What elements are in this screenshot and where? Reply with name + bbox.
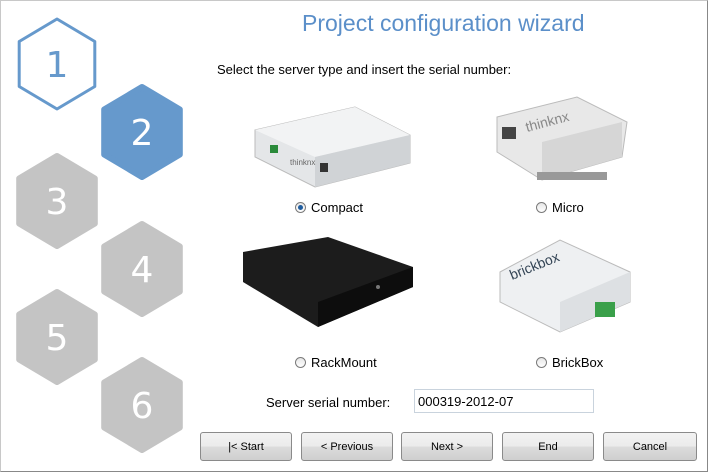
cancel-button[interactable]: Cancel xyxy=(603,432,697,461)
step-6-hexagon xyxy=(101,357,183,453)
compact-server-image[interactable]: thinknx xyxy=(245,95,415,190)
step-5-hexagon xyxy=(16,289,98,385)
step-5-number: 5 xyxy=(46,318,69,359)
page-title: Project configuration wizard xyxy=(302,10,585,36)
radio-button[interactable] xyxy=(536,357,547,368)
step-4-hexagon xyxy=(101,221,183,317)
serial-number-label: Server serial number: xyxy=(266,395,391,410)
radio-compact[interactable]: Compact xyxy=(295,200,363,215)
radio-label: RackMount xyxy=(311,355,377,370)
brickbox-server-image[interactable]: brickbox xyxy=(490,232,640,337)
micro-server-image[interactable]: thinknx xyxy=(482,92,632,187)
radio-button[interactable] xyxy=(295,357,306,368)
radio-label: Micro xyxy=(552,200,584,215)
step-3-hexagon xyxy=(16,153,98,249)
radio-button[interactable] xyxy=(295,202,306,213)
previous-button[interactable]: < Previous xyxy=(301,432,393,461)
step-3-number: 3 xyxy=(46,182,69,223)
radio-label: BrickBox xyxy=(552,355,604,370)
step-4-number: 4 xyxy=(131,250,154,291)
radio-rackmount[interactable]: RackMount xyxy=(295,355,377,370)
step-2-hexagon xyxy=(101,84,183,180)
step-1-number: 1 xyxy=(46,45,69,86)
start-button[interactable]: |< Start xyxy=(200,432,292,461)
brand-logo: thinknx xyxy=(290,158,315,167)
instruction-text: Select the server type and insert the se… xyxy=(217,62,512,77)
step-indicator: 1 2 3 4 5 6 xyxy=(16,17,183,453)
radio-label: Compact xyxy=(311,200,364,215)
next-button[interactable]: Next > xyxy=(401,432,493,461)
radio-brickbox[interactable]: BrickBox xyxy=(536,355,603,370)
rackmount-server-image[interactable] xyxy=(238,232,418,332)
step-1-hexagon xyxy=(17,17,97,111)
end-button[interactable]: End xyxy=(502,432,594,461)
radio-micro[interactable]: Micro xyxy=(536,200,584,215)
radio-button[interactable] xyxy=(536,202,547,213)
serial-number-input[interactable] xyxy=(414,389,594,413)
step-6-number: 6 xyxy=(131,386,154,427)
step-2-number: 2 xyxy=(131,113,154,154)
